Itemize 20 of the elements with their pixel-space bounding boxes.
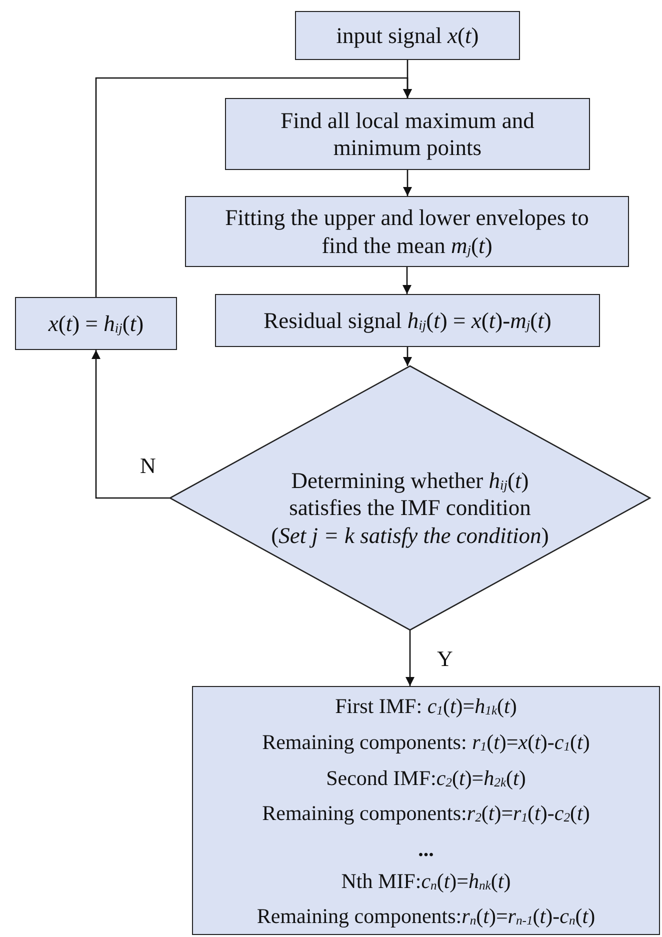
node-text: x(t) = h$_{ij}$(t) [48,310,144,338]
arrow [95,77,412,297]
node-text: Fitting the upper and lower envelopes to find the mean m$_{j}$(t) [224,204,590,259]
condition-note: (Set j = k satisfy the condition) [271,522,549,550]
node-text: Residual signal h$_{ij}$(t) = x(t)-m$_{j}$(t) [264,306,552,334]
arrow [403,347,412,366]
process-box [192,686,660,935]
arrow [92,350,170,499]
process-box [215,294,600,347]
process-box [15,297,177,350]
arrow [402,267,412,294]
node-text: Find all local maximum and minimum points [280,106,536,162]
process-box [185,196,629,267]
process-box [295,11,520,60]
node-text: input signal x(t) [336,22,479,50]
arrow [403,170,412,196]
node-text: Determining whether h$_{ij}$(t) satisfies the IMF condition [288,466,532,522]
process-box [225,98,590,170]
node-text: ... [418,836,434,863]
arrow [406,630,414,686]
